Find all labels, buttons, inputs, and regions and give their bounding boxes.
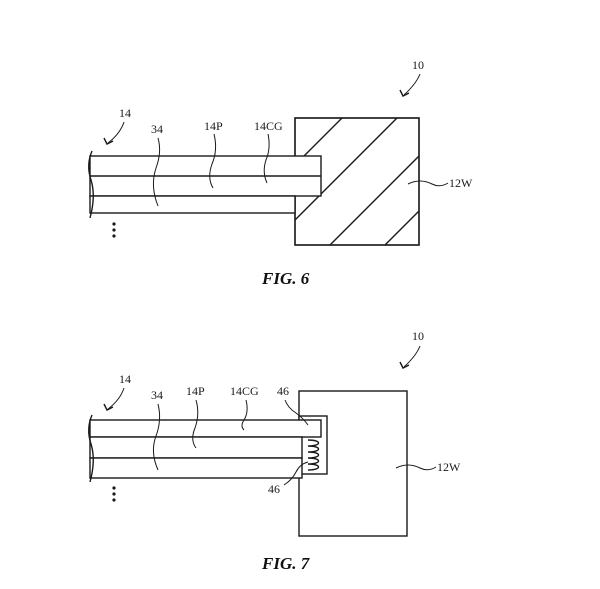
fig7-ref-display: 14 (119, 372, 131, 386)
fig6-ref-panel: 14P (204, 119, 223, 133)
fig6-leader-wall (407, 180, 449, 187)
fig7-ref-device-arrowhead (399, 361, 410, 369)
fig7-caption: FIG. 7 (261, 554, 311, 573)
fig7-ref-display-arrowhead (103, 403, 114, 411)
fig6-ref-display-leader (107, 121, 125, 144)
fig6-ref-device-leader (403, 73, 421, 96)
fig7-ref-spring-bottom: 46 (268, 482, 280, 496)
fig7-continuation-dot (112, 498, 116, 502)
fig7-ref-spring-top: 46 (277, 384, 289, 398)
fig6-ref-cover-glass: 14CG (254, 119, 283, 133)
fig6-leader-panel (209, 133, 217, 189)
fig7-ref-panel: 14P (186, 384, 205, 398)
fig6-break-line (88, 150, 94, 219)
fig7-ref-device-leader (403, 345, 421, 368)
fig7-leader-spring-bottom (283, 461, 309, 486)
fig7-leader-cover-glass (241, 399, 248, 431)
fig6-continuation-dot (112, 234, 116, 238)
fig6-lower-layer (89, 195, 296, 214)
fig6-ref-display-arrowhead (103, 137, 114, 145)
fig6-housing-wall (294, 117, 420, 246)
fig7-spring (307, 439, 320, 471)
fig7-ref-cover-glass: 14CG (230, 384, 259, 398)
fig7-leader-wall (395, 464, 437, 471)
figure-6: 10 14 34 14P 14CG (88, 58, 473, 288)
fig6-ref-device-arrowhead (399, 89, 410, 97)
fig6-leader-layer-a (152, 137, 161, 207)
fig7-cover-glass (89, 419, 322, 438)
fig6-ref-layer-a: 34 (151, 122, 163, 136)
fig7-leader-panel (192, 399, 199, 449)
fig6-continuation-dot (112, 222, 116, 226)
fig6-ref-display: 14 (119, 106, 131, 120)
fig6-continuation-dot (112, 228, 116, 232)
fig7-ref-wall: 12W (437, 460, 461, 474)
fig7-ref-display-leader (107, 387, 125, 410)
fig7-lower-layer (89, 457, 303, 479)
fig7-leader-layer-a (152, 403, 161, 471)
fig7-leader-spring-top (284, 399, 309, 426)
fig7-display-stack (88, 414, 322, 483)
fig7-continuation-dot (112, 492, 116, 496)
fig6-display-stack (88, 150, 322, 219)
fig7-break-line (88, 414, 94, 483)
fig6-ref-device: 10 (412, 58, 424, 72)
figure-7: 10 14 34 14P 14CG 46 46 (88, 329, 461, 573)
fig6-ref-wall: 12W (449, 176, 473, 190)
fig7-ref-layer-a: 34 (151, 388, 163, 402)
fig6-caption: FIG. 6 (261, 269, 310, 288)
fig6-leader-cover-glass (263, 133, 270, 184)
fig7-ref-device: 10 (412, 329, 424, 343)
fig7-continuation-dot (112, 486, 116, 490)
